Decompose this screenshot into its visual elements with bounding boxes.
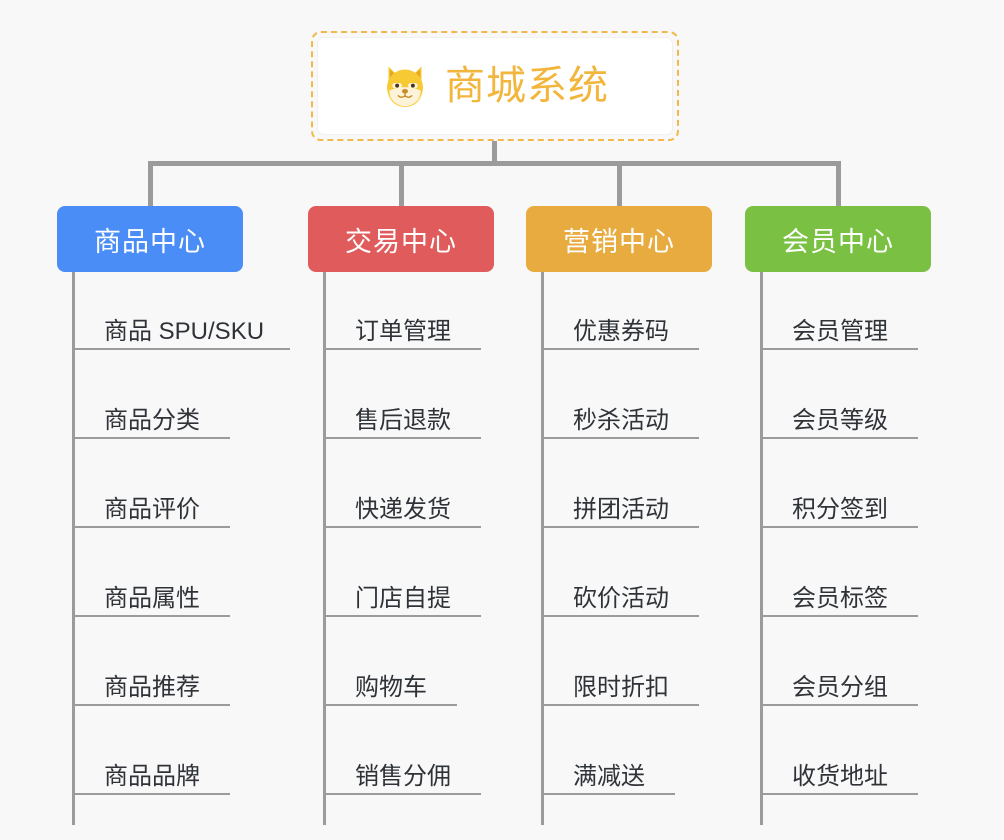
column-marketing-center: 营销中心 优惠券码 秒杀活动 拼团活动 砍价活动 限时折扣 满减送 [526, 206, 712, 825]
leaf-label: 快递发货 [355, 496, 451, 524]
column-trade-center: 交易中心 订单管理 售后退款 快递发货 门店自提 购物车 销售分佣 [308, 206, 494, 825]
leaf-item[interactable]: 会员等级 [760, 395, 918, 439]
leaf-label: 会员管理 [792, 318, 888, 346]
leaf-item[interactable]: 砍价活动 [541, 573, 699, 617]
leaf-label: 拼团活动 [573, 496, 669, 524]
category-title: 营销中心 [563, 226, 675, 257]
leaf-label: 积分签到 [792, 496, 888, 524]
leaf-item[interactable]: 拼团活动 [541, 484, 699, 528]
leaf-item[interactable]: 销售分佣 [323, 751, 481, 795]
leaf-item[interactable]: 优惠券码 [541, 306, 699, 350]
spine-trade-center [323, 272, 326, 825]
leaf-item[interactable]: 门店自提 [323, 573, 481, 617]
leaf-label: 商品 SPU/SKU [104, 318, 265, 346]
leaf-label: 满减送 [573, 763, 645, 791]
leaf-label: 优惠券码 [573, 318, 669, 346]
spine-member-center [760, 272, 763, 825]
root-node[interactable]: 商城系统 [311, 31, 679, 141]
leaf-label: 限时折扣 [573, 674, 669, 702]
connector-drop-marketing-center [617, 161, 622, 207]
connector-root-trunk [492, 141, 497, 165]
leaf-label: 会员等级 [792, 407, 888, 435]
leaf-label: 售后退款 [355, 407, 451, 435]
spine-product-center [72, 272, 75, 825]
connector-horizontal-bus [148, 161, 841, 166]
connector-drop-member-center [836, 161, 841, 207]
leaf-label: 商品分类 [104, 407, 200, 435]
leaf-item[interactable]: 满减送 [541, 751, 675, 795]
leaf-label: 砍价活动 [573, 585, 669, 613]
leaf-item[interactable]: 限时折扣 [541, 662, 699, 706]
leaf-label: 订单管理 [355, 318, 451, 346]
column-member-center: 会员中心 会员管理 会员等级 积分签到 会员标签 会员分组 收货地址 [745, 206, 931, 825]
leaf-item[interactable]: 会员标签 [760, 573, 918, 617]
shiba-dog-face-icon [387, 66, 423, 107]
root-card: 商城系统 [317, 37, 673, 135]
leaf-item[interactable]: 商品 SPU/SKU [72, 306, 290, 350]
leaf-item[interactable]: 秒杀活动 [541, 395, 699, 439]
leaf-item[interactable]: 快递发货 [323, 484, 481, 528]
leaf-label: 商品属性 [104, 585, 200, 613]
category-title: 商品中心 [94, 226, 206, 257]
leaf-label: 收货地址 [792, 763, 888, 791]
leaf-item[interactable]: 商品分类 [72, 395, 230, 439]
leaf-label: 商品品牌 [104, 763, 200, 791]
connector-drop-trade-center [399, 161, 404, 207]
leaf-label: 门店自提 [355, 585, 451, 613]
category-header-trade-center[interactable]: 交易中心 [308, 206, 494, 272]
leaf-item[interactable]: 积分签到 [760, 484, 918, 528]
leaf-label: 会员分组 [792, 674, 888, 702]
leaf-item[interactable]: 会员管理 [760, 306, 918, 350]
spine-marketing-center [541, 272, 544, 825]
category-header-product-center[interactable]: 商品中心 [57, 206, 243, 272]
leaf-item[interactable]: 商品评价 [72, 484, 230, 528]
category-title: 交易中心 [345, 226, 457, 257]
leaf-label: 销售分佣 [355, 763, 451, 791]
leaf-item[interactable]: 会员分组 [760, 662, 918, 706]
leaf-item[interactable]: 售后退款 [323, 395, 481, 439]
leaf-label: 会员标签 [792, 585, 888, 613]
category-header-marketing-center[interactable]: 营销中心 [526, 206, 712, 272]
leaf-item[interactable]: 购物车 [323, 662, 457, 706]
leaf-label: 购物车 [355, 674, 427, 702]
category-header-member-center[interactable]: 会员中心 [745, 206, 931, 272]
root-title: 商城系统 [445, 64, 609, 108]
leaf-item[interactable]: 商品品牌 [72, 751, 230, 795]
leaf-item[interactable]: 商品推荐 [72, 662, 230, 706]
connector-drop-product-center [148, 161, 153, 207]
column-product-center: 商品中心 商品 SPU/SKU 商品分类 商品评价 商品属性 商品推荐 商品品牌 [57, 206, 290, 825]
leaf-item[interactable]: 收货地址 [760, 751, 918, 795]
leaf-item[interactable]: 订单管理 [323, 306, 481, 350]
leaf-label: 商品推荐 [104, 674, 200, 702]
leaf-item[interactable]: 商品属性 [72, 573, 230, 617]
leaf-label: 商品评价 [104, 496, 200, 524]
category-title: 会员中心 [782, 226, 894, 257]
leaf-label: 秒杀活动 [573, 407, 669, 435]
